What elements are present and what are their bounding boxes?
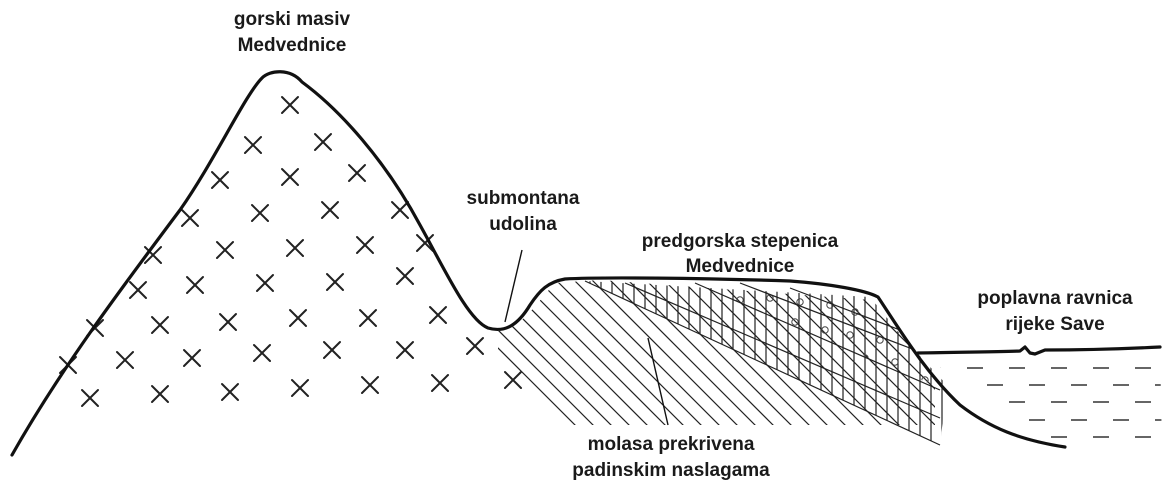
- x-mark: [504, 371, 522, 389]
- hatch-line: [617, 280, 789, 425]
- hatch-line: [498, 280, 645, 425]
- valley-label-line2: udolina: [489, 214, 557, 235]
- slope-deposit-band: [589, 281, 943, 445]
- terrace-label-line1: predgorska stepenica: [642, 231, 839, 252]
- floodplain-surface-line: [916, 345, 1162, 356]
- floodplain-label-line2: rijeke Save: [1005, 314, 1104, 335]
- floodplain-sediment-pattern: [925, 367, 1162, 438]
- hatch-line: [498, 280, 627, 425]
- hatch-line: [581, 280, 753, 425]
- hatch-line: [761, 280, 933, 425]
- terrain-profile-line: [10, 70, 1067, 457]
- x-mark: [291, 379, 309, 397]
- x-mark: [396, 341, 414, 359]
- molasse-leader-line: [647, 337, 669, 426]
- hatch-line: [743, 280, 915, 425]
- x-mark: [256, 274, 274, 292]
- x-mark: [286, 239, 304, 257]
- pebble-mark: [821, 326, 829, 334]
- x-mark: [416, 234, 434, 252]
- pebble-mark: [796, 298, 804, 306]
- x-mark: [253, 344, 271, 362]
- band-boundary-lines: [584, 280, 941, 446]
- pebble-mark: [831, 348, 839, 356]
- floodplain-label-line1: poplavna ravnica: [977, 288, 1133, 309]
- x-mark: [314, 133, 332, 151]
- hatch-line: [815, 280, 935, 425]
- x-mark: [211, 171, 229, 189]
- x-mark: [186, 276, 204, 294]
- x-mark: [348, 164, 366, 182]
- x-mark: [281, 96, 299, 114]
- hatch-line: [689, 280, 861, 425]
- molasse-label-line2: padinskim naslagama: [572, 460, 770, 481]
- pebble-mark: [891, 358, 899, 366]
- hatch-line: [545, 280, 717, 425]
- x-mark: [466, 337, 484, 355]
- valley-label-line1: submontana: [467, 188, 580, 209]
- x-mark: [116, 351, 134, 369]
- hatch-line: [671, 280, 843, 425]
- molasse-label-line1: molasa prekrivena: [588, 434, 755, 455]
- x-mark: [183, 349, 201, 367]
- x-mark: [396, 267, 414, 285]
- x-mark: [323, 341, 341, 359]
- pebble-mark: [876, 374, 884, 382]
- hatch-line: [527, 280, 699, 425]
- terrace-label-line2: Medvednice: [686, 256, 795, 277]
- massif-rock-pattern: [59, 96, 522, 407]
- x-mark: [151, 316, 169, 334]
- x-mark: [216, 241, 234, 259]
- hatch-line: [635, 280, 807, 425]
- hatch-line: [797, 280, 935, 425]
- massif-label-line1: gorski masiv: [234, 9, 351, 30]
- massif-label-line2: Medvednice: [238, 35, 347, 56]
- x-mark: [144, 246, 162, 264]
- pebble-mark: [791, 318, 799, 326]
- valley-leader-line: [504, 249, 523, 323]
- pebble-mark: [846, 366, 854, 374]
- x-mark: [431, 374, 449, 392]
- hatch-line: [563, 280, 735, 425]
- hatch-line: [599, 280, 771, 425]
- x-mark: [251, 204, 269, 222]
- x-mark: [81, 389, 99, 407]
- x-mark: [289, 309, 307, 327]
- x-mark: [221, 383, 239, 401]
- x-mark: [181, 209, 199, 227]
- x-mark: [359, 309, 377, 327]
- x-mark: [429, 306, 447, 324]
- hatch-line: [653, 280, 825, 425]
- pebble-mark: [846, 331, 854, 339]
- x-mark: [281, 168, 299, 186]
- x-mark: [129, 281, 147, 299]
- x-mark: [326, 273, 344, 291]
- x-mark: [244, 136, 262, 154]
- x-mark: [356, 236, 374, 254]
- hatch-line: [498, 280, 663, 425]
- hatch-line: [498, 280, 591, 425]
- x-mark: [391, 201, 409, 219]
- hatch-line: [498, 280, 609, 425]
- x-mark: [151, 385, 169, 403]
- x-mark: [219, 313, 237, 331]
- x-mark: [321, 201, 339, 219]
- x-mark: [361, 376, 379, 394]
